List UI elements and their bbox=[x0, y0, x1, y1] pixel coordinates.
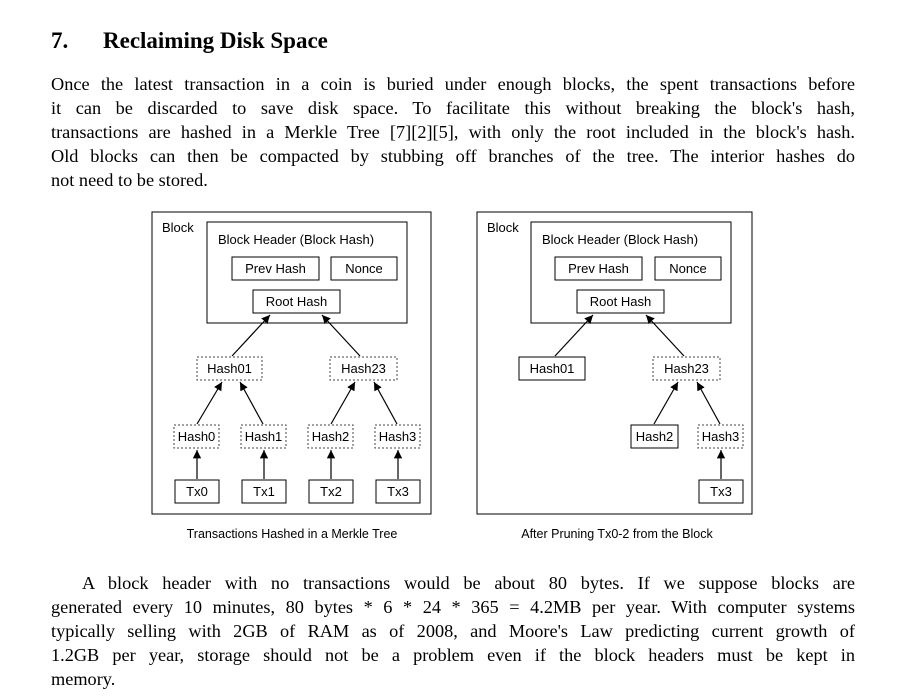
figure-caption-left: Transactions Hashed in a Merkle Tree bbox=[187, 527, 398, 541]
root-hash-label: Root Hash bbox=[266, 294, 327, 309]
paragraph-line: memory. bbox=[51, 669, 116, 689]
figure-right: Block Block Header (Block Hash) Prev Has… bbox=[476, 211, 753, 541]
hash3-box bbox=[697, 424, 744, 449]
block-label: Block bbox=[162, 220, 194, 235]
figure-left: Block Block Header (Block Hash) Prev Has… bbox=[151, 211, 432, 541]
hash01-box bbox=[518, 356, 586, 381]
hash1-label: Hash1 bbox=[245, 429, 283, 444]
hash2-box bbox=[630, 424, 679, 449]
tx3-label: Tx3 bbox=[710, 484, 732, 499]
arrow bbox=[330, 381, 356, 425]
hash01-label: Hash01 bbox=[207, 361, 252, 376]
paragraph-line: not need to be stored. bbox=[51, 170, 208, 190]
hash3-label: Hash3 bbox=[379, 429, 417, 444]
hash23-label: Hash23 bbox=[664, 361, 709, 376]
paragraph-line: it can be discarded to save disk space. … bbox=[51, 98, 855, 118]
paragraph-line: Once the latest transaction in a coin is… bbox=[51, 74, 855, 94]
paragraph-line: A block header with no transactions woul… bbox=[82, 573, 855, 593]
root-hash-label: Root Hash bbox=[590, 294, 651, 309]
paragraph-line: generated every 10 minutes, 80 bytes * 6… bbox=[51, 597, 855, 617]
figure-caption-right: After Pruning Tx0-2 from the Block bbox=[521, 527, 713, 541]
paragraph-line: transactions are hashed in a Merkle Tree… bbox=[51, 122, 855, 142]
prev-hash-box bbox=[231, 256, 320, 281]
tx2-label: Tx2 bbox=[320, 484, 342, 499]
arrow bbox=[645, 314, 685, 357]
hash0-box bbox=[173, 424, 220, 449]
paragraph-line: typically selling with 2GB of RAM as of … bbox=[51, 621, 855, 641]
tx3-label: Tx3 bbox=[387, 484, 409, 499]
tx0-box bbox=[174, 479, 220, 504]
root-hash-box bbox=[252, 289, 341, 314]
block-header-label: Block Header (Block Hash) bbox=[218, 232, 374, 247]
arrow bbox=[239, 381, 264, 425]
hash2-label: Hash2 bbox=[636, 429, 674, 444]
arrow bbox=[696, 381, 721, 425]
hash1-box bbox=[240, 424, 287, 449]
block-label: Block bbox=[487, 220, 519, 235]
nonce-box bbox=[654, 256, 722, 281]
tx3-box bbox=[698, 479, 744, 504]
hash0-label: Hash0 bbox=[178, 429, 216, 444]
hash23-label: Hash23 bbox=[341, 361, 386, 376]
hash01-box bbox=[196, 356, 263, 381]
nonce-label: Nonce bbox=[669, 261, 707, 276]
paragraph-storage: A block header with no transactions woul… bbox=[51, 571, 855, 691]
hash23-box bbox=[329, 356, 398, 381]
root-hash-box bbox=[576, 289, 665, 314]
hash2-label: Hash2 bbox=[312, 429, 350, 444]
tx2-box bbox=[308, 479, 354, 504]
prev-hash-label: Prev Hash bbox=[245, 261, 306, 276]
arrow bbox=[321, 314, 361, 357]
arrow bbox=[373, 381, 398, 425]
tx0-label: Tx0 bbox=[186, 484, 208, 499]
block-header-label: Block Header (Block Hash) bbox=[542, 232, 698, 247]
tx3-box bbox=[375, 479, 421, 504]
arrow bbox=[231, 314, 271, 357]
prev-hash-box bbox=[554, 256, 643, 281]
paragraph-intro: Once the latest transaction in a coin is… bbox=[51, 72, 855, 192]
paragraph-line: 1.2GB per year, storage should not be a … bbox=[51, 645, 855, 665]
nonce-label: Nonce bbox=[345, 261, 383, 276]
paragraph-line: Old blocks can then be compacted by stub… bbox=[51, 146, 855, 166]
arrow bbox=[653, 381, 679, 425]
section-heading: 7. Reclaiming Disk Space bbox=[51, 28, 328, 54]
tx1-label: Tx1 bbox=[253, 484, 275, 499]
arrow bbox=[196, 381, 223, 425]
hash3-box bbox=[374, 424, 421, 449]
hash23-box bbox=[652, 356, 721, 381]
section-title: Reclaiming Disk Space bbox=[103, 28, 328, 53]
hash01-label: Hash01 bbox=[530, 361, 575, 376]
prev-hash-label: Prev Hash bbox=[568, 261, 629, 276]
hash3-label: Hash3 bbox=[702, 429, 740, 444]
arrow bbox=[554, 314, 594, 357]
tx1-box bbox=[241, 479, 287, 504]
section-number: 7. bbox=[51, 28, 69, 53]
hash2-box bbox=[307, 424, 354, 449]
nonce-box bbox=[330, 256, 398, 281]
